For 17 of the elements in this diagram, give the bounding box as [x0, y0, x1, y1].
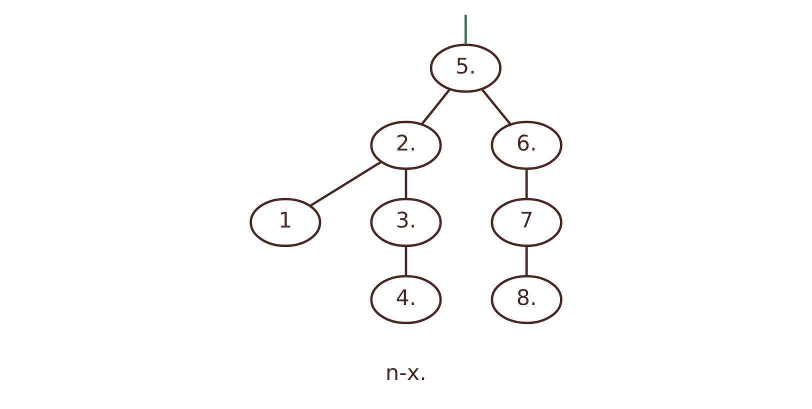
label: n-x.: [386, 360, 426, 386]
node-ellipse: 8.: [490, 274, 562, 324]
connector: [525, 169, 528, 199]
node-ellipse: 1: [250, 198, 322, 248]
connector: [404, 246, 408, 276]
node-ellipse: 3.: [370, 198, 442, 248]
connector: [525, 246, 528, 276]
connector: [404, 169, 408, 199]
connector: [481, 88, 512, 125]
node-ellipse: 2.: [370, 120, 442, 170]
node-ellipse: 4.: [370, 274, 442, 324]
node-ellipse: 5.: [430, 44, 502, 93]
node-ellipse: 6.: [490, 120, 562, 170]
connector: [421, 88, 451, 125]
connector: [464, 14, 467, 44]
node-ellipse: 7: [490, 198, 562, 248]
connector: [310, 160, 382, 207]
